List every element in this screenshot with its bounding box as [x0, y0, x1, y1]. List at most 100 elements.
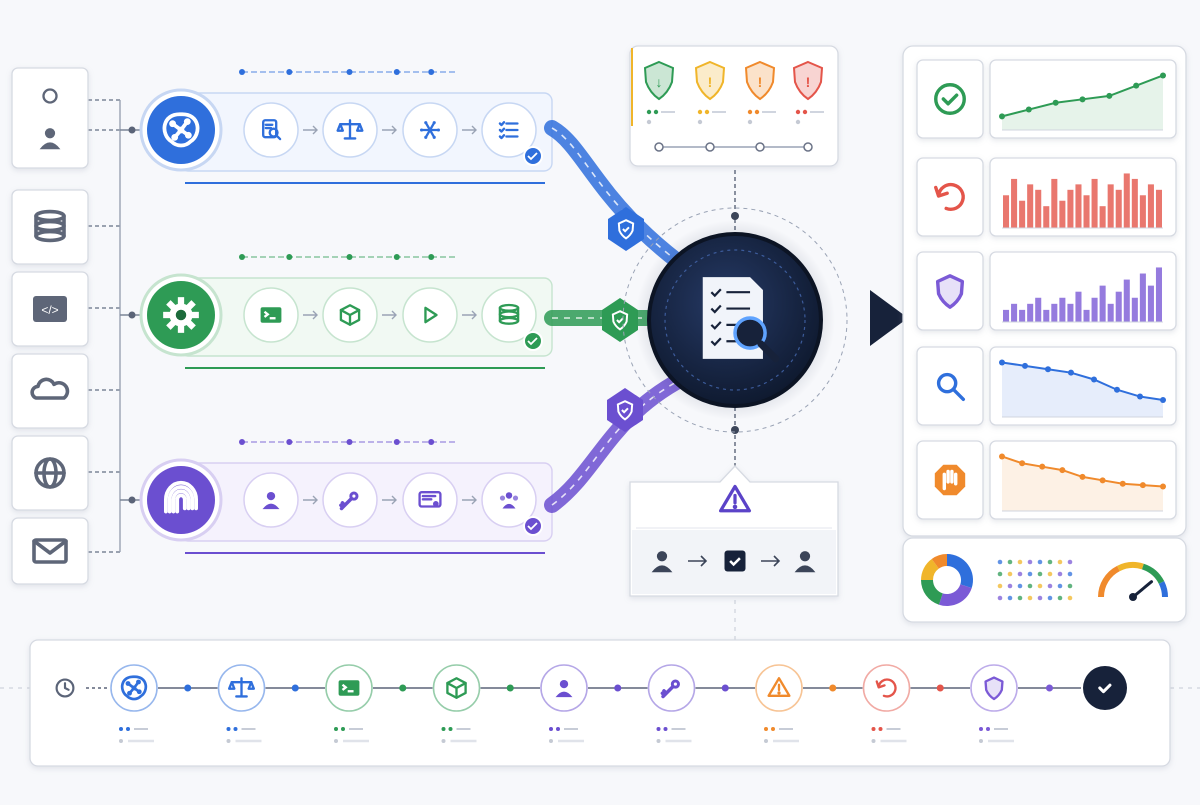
metric-point	[1160, 483, 1166, 490]
lane-step[interactable]	[481, 287, 537, 343]
metric-bar	[1003, 195, 1010, 228]
warning-icon	[767, 677, 791, 697]
lane-step[interactable]	[322, 472, 378, 528]
approval-step[interactable]	[794, 551, 816, 573]
metric-row[interactable]	[916, 346, 1177, 426]
metric-bar	[1027, 303, 1034, 322]
legend-dot	[1007, 571, 1013, 577]
flow-arrow	[462, 310, 477, 320]
source-item[interactable]	[11, 189, 89, 265]
legend-dot	[1047, 559, 1053, 565]
source-item[interactable]	[11, 353, 89, 429]
lane-step[interactable]	[243, 287, 299, 343]
lane-step[interactable]	[322, 102, 378, 158]
timeline-step[interactable]	[110, 664, 158, 743]
clock-icon	[55, 678, 75, 698]
metric-bar	[1091, 178, 1098, 228]
timeline-step[interactable]	[755, 664, 803, 743]
timeline-step[interactable]	[432, 664, 481, 743]
metric-row[interactable]	[916, 440, 1177, 520]
lane-step[interactable]	[481, 102, 537, 158]
timeline-step[interactable]	[325, 664, 373, 743]
flow-arrow	[382, 495, 397, 505]
metric-bar	[1003, 309, 1010, 322]
metric-point	[1039, 463, 1046, 470]
brain-network-icon	[120, 675, 148, 701]
lane-step[interactable]	[481, 472, 537, 528]
metric-point	[1052, 99, 1059, 106]
central-review	[622, 170, 908, 470]
metric-point	[1079, 96, 1086, 103]
risk-level-medium[interactable]: !	[694, 60, 726, 125]
stop-hand-icon	[934, 464, 966, 496]
gauge-segment	[1158, 581, 1168, 598]
legend-dot	[1007, 559, 1013, 565]
metric-bar	[1075, 291, 1082, 322]
metric-area	[1002, 456, 1163, 511]
flow-arrow	[462, 125, 477, 135]
metric-bar	[1131, 297, 1138, 322]
source-item[interactable]	[11, 435, 89, 511]
user-icon	[262, 491, 280, 510]
lane-progress-dots	[239, 69, 457, 75]
source-item[interactable]	[11, 517, 89, 585]
metric-chart-tile	[989, 440, 1177, 520]
risk-level-low[interactable]: ↓	[643, 60, 675, 125]
approval-step[interactable]	[651, 551, 673, 573]
scales-icon	[227, 677, 256, 698]
timeline-dot	[506, 684, 514, 692]
package-cube-icon	[446, 677, 467, 699]
flow-arrow	[761, 555, 781, 567]
timeline-step[interactable]	[647, 664, 696, 743]
policy-gate[interactable]	[602, 298, 638, 342]
donut-slice	[938, 584, 972, 606]
legend-dot	[1017, 559, 1023, 565]
user-group-icon	[499, 492, 519, 509]
risk-level-high[interactable]: !	[744, 60, 776, 125]
lane-hub-ops[interactable]	[139, 273, 223, 357]
metric-row[interactable]	[916, 59, 1177, 139]
timeline-end[interactable]	[1083, 666, 1127, 710]
metric-point	[1022, 362, 1028, 369]
lane-step[interactable]	[243, 472, 299, 528]
legend-dot	[1027, 583, 1033, 589]
legend-dot	[1007, 583, 1013, 589]
metric-bar	[1147, 285, 1154, 322]
metric-row[interactable]	[916, 251, 1177, 331]
legend-dot	[1057, 583, 1063, 589]
gear-icon	[163, 297, 199, 333]
timeline-step[interactable]	[540, 664, 588, 743]
lane-step[interactable]	[243, 102, 299, 158]
lane-step[interactable]	[402, 287, 458, 343]
check-circle-icon	[934, 83, 966, 115]
flow-arrow	[303, 125, 318, 135]
svg-text:!: !	[806, 74, 811, 90]
timeline-step[interactable]	[862, 664, 911, 743]
source-item[interactable]: </>	[11, 271, 89, 347]
lane-step[interactable]	[322, 287, 378, 343]
approval-step[interactable]	[724, 550, 746, 572]
shield-icon	[984, 676, 1004, 701]
database-icon	[498, 303, 520, 325]
lane-hub-identity[interactable]	[139, 458, 223, 542]
risk-level-critical[interactable]: !	[792, 60, 824, 125]
legend-dot	[1047, 595, 1053, 601]
legend-dot	[1017, 583, 1023, 589]
source-panel: </>	[11, 67, 145, 585]
metric-line	[1001, 361, 1164, 401]
metric-row[interactable]	[916, 157, 1177, 237]
background-guides	[0, 600, 1200, 689]
source-item[interactable]	[11, 67, 89, 169]
policy-gate[interactable]	[607, 388, 643, 432]
timeline-step[interactable]	[970, 664, 1018, 743]
lane-hub-ai[interactable]	[139, 88, 223, 172]
legend-dot	[1067, 559, 1073, 565]
lane-step[interactable]	[402, 102, 458, 158]
user-icon	[555, 679, 573, 698]
policy-gate[interactable]	[608, 207, 644, 251]
metric-bar	[1035, 297, 1042, 322]
legend-dot	[1067, 595, 1073, 601]
metric-bar	[1011, 303, 1018, 322]
timeline-step[interactable]	[217, 664, 266, 743]
lane-step[interactable]	[402, 472, 458, 528]
